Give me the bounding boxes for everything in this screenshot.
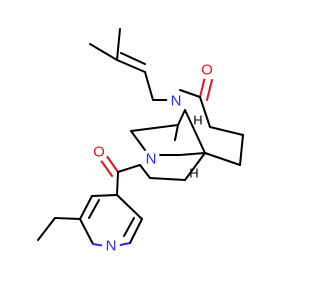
bond: [199, 96, 211, 128]
pyridine-nitrogen: N: [106, 238, 117, 255]
bond: [209, 126, 244, 136]
bond: [99, 158, 113, 177]
amide-oxygen: O: [93, 144, 105, 161]
bond: [206, 79, 213, 101]
bond: [120, 52, 146, 65]
bond: [129, 218, 143, 244]
bond: [89, 43, 118, 61]
ketone-oxygen: O: [201, 62, 213, 79]
stereo-hydrogen-bottom: H: [189, 166, 198, 181]
bond: [79, 195, 93, 220]
atom-background: [90, 143, 108, 161]
bond: [105, 154, 119, 173]
atom-background: [167, 92, 185, 110]
bond: [116, 194, 143, 220]
bond: [123, 217, 135, 237]
bond: [204, 152, 241, 166]
atom-background: [142, 150, 160, 168]
bond: [130, 130, 146, 151]
bond: [139, 164, 151, 179]
bond: [199, 76, 206, 98]
bond: [149, 177, 186, 181]
bond: [179, 89, 201, 98]
bond: [130, 124, 179, 132]
bond: [179, 152, 206, 156]
bond: [117, 164, 141, 173]
bond: [116, 171, 119, 196]
atom-background: [102, 237, 120, 255]
bond: [177, 109, 186, 126]
atom-background: [198, 61, 216, 79]
bond: [184, 152, 206, 181]
stereo-hydrogen-top: H: [193, 113, 202, 128]
bond: [37, 217, 56, 241]
bond: [174, 124, 179, 141]
bond: [116, 59, 146, 73]
bridge-nitrogen: N: [171, 93, 182, 110]
bond: [54, 217, 81, 220]
bond: [116, 28, 121, 61]
bond: [91, 194, 118, 197]
bond: [184, 109, 206, 154]
bond: [88, 199, 100, 219]
ring-nitrogen: N: [146, 151, 157, 168]
bond: [144, 71, 154, 101]
molecule-structure: O N O N N H H: [37, 28, 244, 255]
bond: [79, 218, 94, 245]
bond: [239, 134, 244, 166]
